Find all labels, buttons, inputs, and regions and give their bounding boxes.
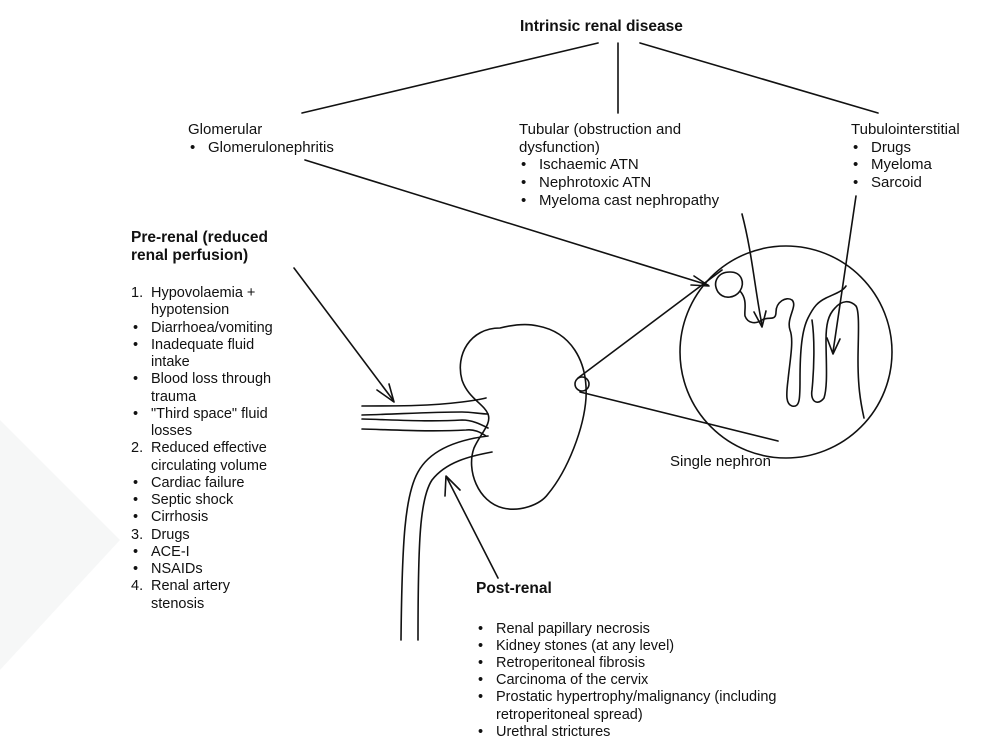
- prerenal-item-line: Cirrhosis: [151, 509, 273, 526]
- prerenal-list-item: 1. Hypovolaemia +hypotension: [131, 285, 273, 320]
- list-item: Ischaemic ATN: [519, 156, 719, 174]
- prerenal-item-line: losses: [151, 423, 273, 440]
- tubular-title-line1: Tubular (obstruction and: [519, 121, 719, 139]
- list-item: Renal papillary necrosis: [476, 621, 776, 638]
- list-item: Myeloma cast nephropathy: [519, 192, 719, 210]
- prerenal-item-line: Blood loss through: [151, 371, 273, 388]
- prerenal-item-marker: •: [133, 492, 138, 509]
- tubular-title-line2: dysfunction): [519, 139, 719, 157]
- zoom-line-top: [578, 270, 722, 378]
- single-nephron-label: Single nephron: [670, 453, 771, 471]
- prerenal-item-line: circulating volume: [151, 458, 273, 475]
- prerenal-item-line: Reduced effective: [151, 440, 273, 457]
- prerenal-heading-line2: renal perfusion): [131, 247, 268, 265]
- prerenal-item-line: Septic shock: [151, 492, 273, 509]
- prerenal-item-line: NSAIDs: [151, 561, 273, 578]
- arrow-postrenal: [447, 478, 498, 578]
- prerenal-item-marker: •: [133, 561, 138, 578]
- prerenal-item-marker: •: [133, 371, 138, 388]
- prerenal-item-line: Cardiac failure: [151, 475, 273, 492]
- postrenal-block: Renal papillary necrosis Kidney stones (…: [476, 621, 776, 741]
- renal-vessel-2: [362, 412, 488, 415]
- prerenal-item-marker: 3.: [131, 527, 143, 544]
- prerenal-item-line: "Third space" fluid: [151, 406, 273, 423]
- zoom-line-bottom: [580, 392, 778, 441]
- postrenal-list: Renal papillary necrosis Kidney stones (…: [476, 621, 776, 741]
- prerenal-item-line: ACE-I: [151, 544, 273, 561]
- prerenal-item-marker: •: [133, 406, 138, 423]
- prerenal-list-item: • Cardiac failure: [131, 475, 273, 492]
- prerenal-item-line: intake: [151, 354, 273, 371]
- branch-line-glomerular: [302, 43, 598, 113]
- prerenal-item-marker: •: [133, 337, 138, 354]
- prerenal-item-marker: •: [133, 320, 138, 337]
- list-item: Retroperitoneal fibrosis: [476, 655, 776, 672]
- prerenal-item-marker: •: [133, 475, 138, 492]
- prerenal-list-item: • Diarrhoea/vomiting: [131, 320, 273, 337]
- list-item: Carcinoma of the cervix: [476, 672, 776, 689]
- list-item: Urethral strictures: [476, 724, 776, 741]
- prerenal-item-line: Hypovolaemia +: [151, 285, 273, 302]
- prerenal-list: 1. Hypovolaemia +hypotension • Diarrhoea/vo…: [131, 285, 273, 613]
- list-item: Nephrotoxic ATN: [519, 174, 719, 192]
- glomerular-block: Glomerular Glomerulonephritis: [188, 121, 334, 156]
- tubular-list: Ischaemic ATN Nephrotoxic ATN Myeloma ca…: [519, 156, 719, 209]
- tubulointerstitial-block: Tubulointerstitial Drugs Myeloma Sarcoid: [851, 121, 960, 192]
- renal-vessel-3: [362, 419, 488, 428]
- bowmans-capsule: [716, 272, 743, 297]
- tubulointerstitial-title: Tubulointerstitial: [851, 121, 960, 139]
- prerenal-item-line: Inadequate fluid: [151, 337, 273, 354]
- prerenal-item-line: Drugs: [151, 527, 273, 544]
- prerenal-item-line: Renal artery: [151, 578, 273, 595]
- prerenal-list-item: • NSAIDs: [131, 561, 273, 578]
- arrow-prerenal: [294, 268, 393, 400]
- prerenal-item-marker: 4.: [131, 578, 143, 595]
- list-item: Drugs: [851, 139, 960, 157]
- prerenal-heading-line1: Pre-renal (reduced: [131, 229, 268, 247]
- prerenal-list-item: • ACE-I: [131, 544, 273, 561]
- tubular-block: Tubular (obstruction and dysfunction) Is…: [519, 121, 719, 209]
- renal-vessel-4: [362, 429, 486, 436]
- postrenal-heading: Post-renal: [476, 580, 552, 598]
- tubulointerstitial-list: Drugs Myeloma Sarcoid: [851, 139, 960, 192]
- prerenal-item-marker: 1.: [131, 285, 143, 302]
- renal-vessel-1: [362, 398, 486, 406]
- prerenal-item-marker: •: [133, 509, 138, 526]
- glomerular-list: Glomerulonephritis: [188, 139, 334, 157]
- list-item: Myeloma: [851, 156, 960, 174]
- prerenal-item-marker: 2.: [131, 440, 143, 457]
- prerenal-item-marker: •: [133, 544, 138, 561]
- arrow-tubulointerstitial: [833, 196, 856, 352]
- list-item: Glomerulonephritis: [188, 139, 334, 157]
- ureter-outer: [401, 436, 488, 640]
- prerenal-heading-block: Pre-renal (reduced renal perfusion): [131, 229, 268, 266]
- list-item: Sarcoid: [851, 174, 960, 192]
- prerenal-item-line: hypotension: [151, 302, 273, 319]
- intrinsic-heading: Intrinsic renal disease: [520, 18, 683, 36]
- prerenal-list-item: • Cirrhosis: [131, 509, 273, 526]
- branch-line-tubulointerstitial: [640, 43, 878, 113]
- kidney-outline: [460, 325, 586, 510]
- prerenal-list-item: 3. Drugs: [131, 527, 273, 544]
- arrowhead-prerenal: [377, 384, 394, 402]
- prerenal-list-item: • Septic shock: [131, 492, 273, 509]
- prerenal-item-line: trauma: [151, 389, 273, 406]
- prerenal-item-line: stenosis: [151, 596, 273, 613]
- kidney-glomerulus-marker: [575, 377, 589, 391]
- list-item: Prostatic hypertrophy/malignancy (includ…: [476, 689, 776, 706]
- list-item-continuation: retroperitoneal spread): [476, 707, 776, 724]
- list-item: Kidney stones (at any level): [476, 638, 776, 655]
- prerenal-item-line: Diarrhoea/vomiting: [151, 320, 273, 337]
- glomerular-title: Glomerular: [188, 121, 334, 139]
